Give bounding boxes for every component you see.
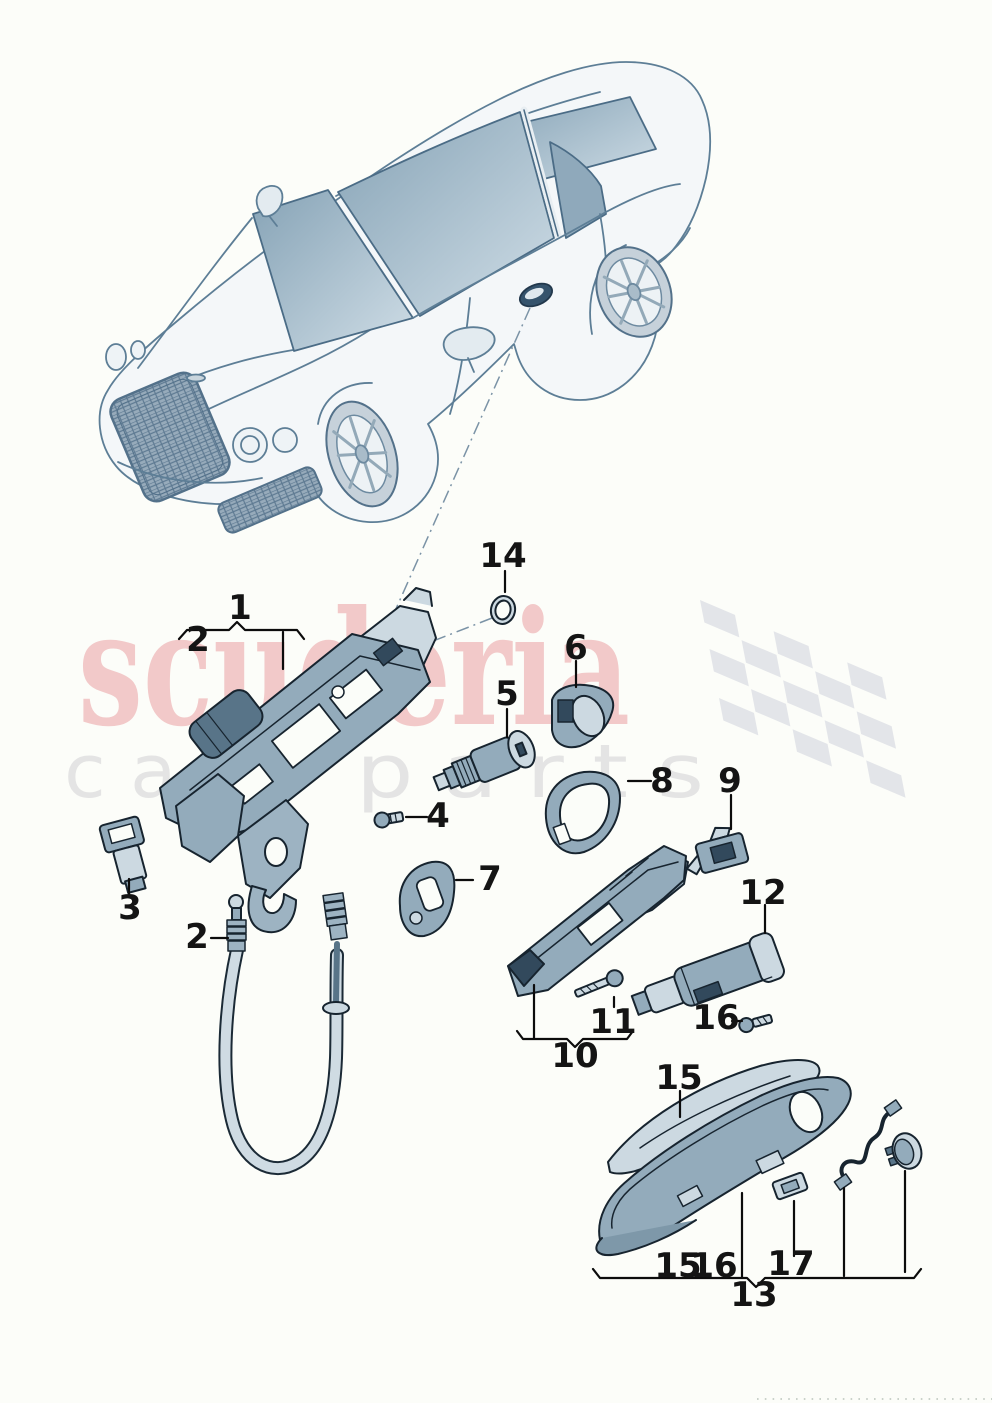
car-illustration — [98, 61, 711, 534]
car-mirror-near — [442, 326, 496, 361]
part-8-gasket — [544, 770, 621, 855]
leader-lines — [127, 569, 923, 1289]
part-11-screw — [574, 969, 624, 998]
flag-cell — [847, 662, 887, 700]
callout-7: 7 — [478, 859, 502, 899]
callout-1: 1 — [228, 588, 252, 628]
callout-14: 14 — [479, 536, 526, 576]
callout-17: 17 — [767, 1244, 814, 1284]
part-16-screw — [738, 1013, 773, 1034]
flag-cell — [866, 760, 906, 798]
callout-11: 11 — [589, 1002, 636, 1042]
part-14-seal-ring — [489, 595, 517, 625]
part-13-sensor-cable — [833, 1099, 903, 1191]
callout-2: 2 — [185, 917, 209, 957]
part-2-bowden-cable — [218, 892, 350, 1176]
part-13-handle-shell — [595, 1075, 852, 1256]
car-quarter-glass — [549, 141, 607, 239]
part-9-clip — [685, 826, 750, 876]
callout-12: 12 — [739, 873, 786, 913]
car-front-wheel — [325, 400, 399, 508]
flag-cell — [792, 729, 832, 767]
car-grille — [109, 371, 231, 503]
part-7-gasket — [398, 860, 456, 938]
flag-cell — [824, 720, 864, 758]
callout-3: 3 — [118, 888, 142, 928]
car-door-handle — [518, 282, 554, 308]
flag-cell — [815, 671, 855, 709]
callout-15: 15 — [654, 1246, 701, 1286]
flag-cell — [741, 640, 781, 678]
callout-2: 2 — [186, 620, 210, 660]
flag-cell — [856, 711, 897, 749]
callout-9: 9 — [718, 761, 742, 801]
callout-6: 6 — [564, 628, 588, 668]
flag-cell — [751, 689, 791, 727]
checkered-flag-watermark — [700, 600, 906, 798]
callout-4: 4 — [426, 796, 450, 836]
part-12-handle-end-piece — [630, 932, 785, 1016]
callout-16: 16 — [690, 1246, 737, 1286]
part-4-screw — [373, 811, 405, 829]
callout-15: 15 — [655, 1058, 702, 1098]
flag-cell — [773, 631, 813, 669]
part-6-cap — [551, 683, 615, 749]
car-mirror-far — [255, 185, 284, 218]
callout-5: 5 — [495, 674, 519, 714]
car-headlight-outer — [272, 427, 298, 453]
part-13-round-cap — [884, 1132, 923, 1170]
part-1-handle-carrier-housing — [159, 587, 437, 934]
car-lower-intake — [217, 466, 323, 534]
part-5-lock-cylinder — [432, 730, 536, 792]
part-3-connector — [98, 815, 148, 894]
car-badge — [186, 373, 206, 383]
part-17-clip — [771, 1171, 809, 1201]
flag-cell — [718, 698, 759, 736]
flag-cell — [700, 600, 740, 638]
flag-cell — [709, 649, 749, 687]
car-headlight-inner — [232, 427, 268, 463]
car-rear-wheel — [595, 246, 673, 338]
callout-8: 8 — [650, 761, 674, 801]
flag-cell — [783, 680, 823, 718]
car-door-glass — [337, 111, 555, 317]
callout-13: 13 — [730, 1275, 777, 1315]
callout-16: 16 — [692, 998, 739, 1038]
callout-10: 10 — [551, 1036, 598, 1076]
part-10-carrier-bar — [507, 845, 689, 997]
